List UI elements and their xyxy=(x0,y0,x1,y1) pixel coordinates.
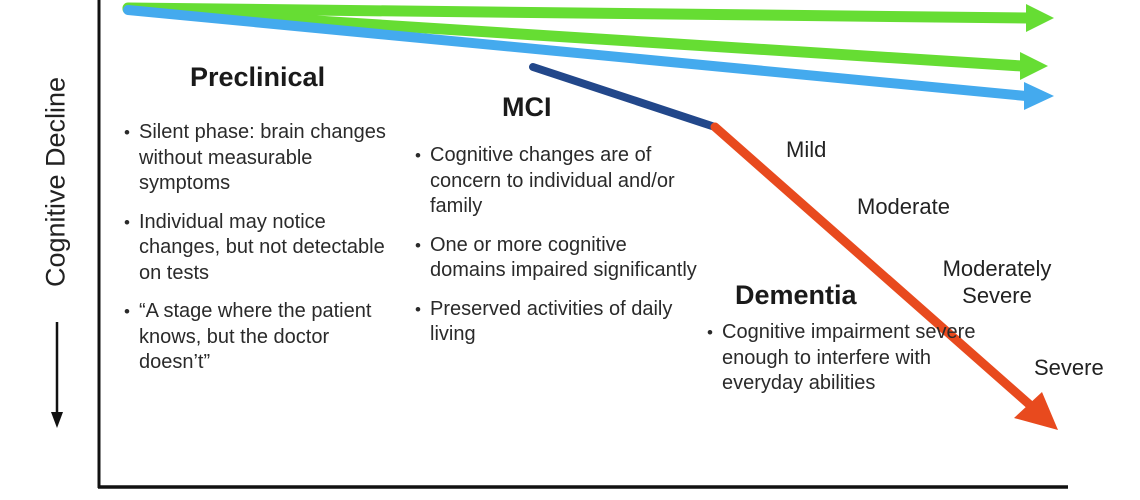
preclinical-bullets: Silent phase: brain changes without meas… xyxy=(124,120,394,389)
preclinical-title: Preclinical xyxy=(190,62,326,92)
normal-aging-lower-arrow-head xyxy=(1020,52,1048,80)
dementia-title: Dementia xyxy=(735,280,857,310)
normal-aging-top-arrow xyxy=(122,2,1054,32)
severity-moderate: Moderate xyxy=(857,194,950,219)
mci-title: MCI xyxy=(502,92,552,122)
down-arrow-icon xyxy=(51,322,63,428)
mci-bullet: One or more cognitive domains impaired s… xyxy=(415,233,705,284)
mci-segment xyxy=(529,63,719,131)
mci-bullets: Cognitive changes are of concern to indi… xyxy=(415,143,705,361)
mci-segment-line xyxy=(529,63,719,131)
severity-moderately-severe: Moderately Severe xyxy=(942,256,1052,308)
preclinical-bullet: Silent phase: brain changes without meas… xyxy=(124,120,394,197)
normal-aging-lower-arrow-line xyxy=(122,3,1028,72)
dementia-bullet: Cognitive impairment severe enough to in… xyxy=(707,320,987,397)
normal-aging-top-arrow-line xyxy=(122,2,1034,24)
y-axis-label: Cognitive Decline xyxy=(40,76,71,288)
preclinical-arrow-line xyxy=(123,5,1031,101)
preclinical-bullet: Individual may notice changes, but not d… xyxy=(124,210,394,287)
preclinical-arrow-head xyxy=(1024,82,1054,110)
normal-aging-lower-arrow xyxy=(122,3,1048,80)
mci-bullet: Preserved activities of daily living xyxy=(415,297,705,348)
mci-bullet: Cognitive changes are of concern to indi… xyxy=(415,143,705,220)
preclinical-bullet: “A stage where the patient knows, but th… xyxy=(124,299,394,376)
preclinical-arrow xyxy=(123,5,1054,110)
severity-mild: Mild xyxy=(786,137,827,162)
dementia-arrow-head xyxy=(1014,392,1058,430)
severity-severe: Severe xyxy=(1034,355,1104,380)
dementia-bullets: Cognitive impairment severe enough to in… xyxy=(707,320,987,410)
normal-aging-top-arrow-head xyxy=(1026,4,1054,32)
